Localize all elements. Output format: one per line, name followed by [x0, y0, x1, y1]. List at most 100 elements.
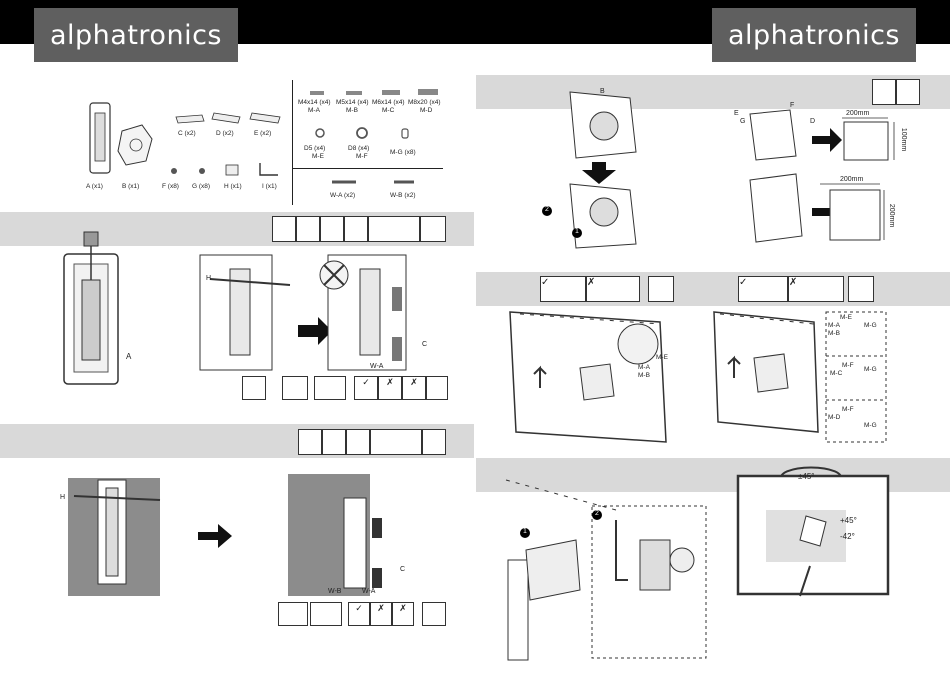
tool-icon-wall-2	[298, 429, 322, 455]
hint-icon-screwdriver-2	[848, 276, 874, 302]
screw-mf: M-F	[356, 153, 368, 160]
screw-md: M-D	[420, 107, 433, 114]
tool-icon-check-ok: ✓	[354, 376, 378, 400]
tool-icon-pencil-2	[346, 429, 370, 455]
label-d: D	[810, 118, 816, 125]
step-tv-back-large: M-E M-A M-B M-G M-F M-C M-G M-F M-D M-G	[713, 308, 924, 446]
step-attach-bracket: B 1 2	[540, 88, 660, 249]
screw-md-size: M8x20 (x4)	[408, 99, 441, 106]
label-ma-small: M-A	[638, 364, 650, 371]
screw-mg: M-G (x8)	[390, 149, 416, 156]
screw-ma-size: M4x14 (x4)	[298, 99, 331, 106]
tool-icon-x-1: ✗	[378, 376, 402, 400]
tool-icon-wrench	[872, 79, 896, 105]
tool-icons-3	[298, 429, 446, 455]
label-b: B	[600, 88, 605, 95]
tool-icon-x-4: ✗	[392, 602, 414, 626]
step-vesa-sizes: E F G D 200mm 100mm 200mm 200mm	[730, 100, 930, 260]
tool-icon-drill-bit-2	[370, 429, 422, 455]
tool-icon-x-3: ✗	[370, 602, 392, 626]
brand-logo-right: alphatronics	[712, 8, 916, 62]
dim-200-mid: 200mm	[840, 176, 864, 183]
tool-icon-tighten	[426, 376, 448, 400]
label-rotate: ±45°	[798, 472, 815, 481]
step-adjust-tilt: ±45° +45° -42°	[730, 466, 894, 606]
step-number-2: 2	[542, 206, 552, 216]
label-me-small: M-E	[656, 354, 668, 361]
label-ma-large: M-A	[828, 322, 840, 329]
screw-ma: M-A	[308, 107, 320, 114]
step-hang-2: 2	[592, 510, 602, 520]
label-mf-1: M-F	[842, 362, 854, 369]
label-e: E	[734, 110, 739, 117]
label-c-2: C	[400, 566, 406, 573]
screw-me: M-E	[312, 153, 324, 160]
tool-icon-screwdriver-2	[310, 602, 342, 626]
tool-icon-hammer-2	[278, 602, 308, 626]
part-label-d: D (x2)	[216, 130, 234, 137]
step-wall-mark: H C W-A	[199, 254, 450, 375]
part-label-h: H (x1)	[224, 183, 242, 190]
label-mg-3: M-G	[864, 422, 877, 429]
label-mg-2: M-G	[864, 366, 877, 373]
label-mc: M-C	[830, 370, 843, 377]
label-h-2: H	[60, 494, 66, 501]
screws-divider	[293, 168, 443, 169]
tool-icon-x-2: ✗	[402, 376, 426, 400]
screw-me-size: D5 (x4)	[304, 145, 326, 152]
dim-200-top: 200mm	[846, 110, 870, 117]
part-label-c: C (x2)	[178, 130, 196, 137]
tool-icon-level	[320, 216, 344, 242]
label-g: G	[740, 118, 746, 125]
parts-illustration	[89, 102, 281, 176]
step-hang-tv: 1 2	[496, 479, 716, 661]
screws-list: M4x14 (x4) M-A M5x14 (x4) M-B M6x14 (x4)…	[296, 85, 446, 205]
tool-icon-screwdriver-3	[896, 79, 920, 105]
part-label-a: A (x1)	[86, 183, 103, 190]
label-mg-1: M-G	[864, 322, 877, 329]
dim-200-side: 200mm	[888, 203, 896, 228]
hint-icon-screwdriver-1	[648, 276, 674, 302]
label-wa-1: W-A	[370, 363, 384, 370]
label-a: A	[126, 352, 132, 361]
tool-icons-1	[272, 216, 446, 242]
label-c-1: C	[422, 341, 428, 348]
tool-icon-anchor	[420, 216, 446, 242]
label-h-1: H	[206, 275, 212, 282]
hint-icons-left: ✓ ✗	[540, 276, 680, 302]
tool-icon-tighten-2	[422, 602, 446, 626]
parts-divider	[292, 80, 293, 205]
tool-icon-check-ok-2: ✓	[348, 602, 370, 626]
label-mb-small: M-B	[638, 372, 650, 379]
parts-list: A (x1) B (x1) C (x2) D (x2) E (x2) F (x8…	[80, 95, 290, 205]
screw-mc: M-C	[382, 107, 395, 114]
tool-icon-pencil	[344, 216, 368, 242]
label-wb-2: W-B	[328, 588, 342, 595]
screw-mb-size: M5x14 (x4)	[336, 99, 369, 106]
step-number-1: 1	[572, 228, 582, 238]
part-label-f: F (x8)	[162, 183, 179, 190]
step-wood-wall: H C W-B W-A	[60, 470, 428, 600]
screw-mf-size: D8 (x4)	[348, 145, 370, 152]
step-hang-1: 1	[520, 528, 530, 538]
tool-icons-4: ✓ ✗ ✗	[278, 602, 448, 626]
tool-icons-2: ✓ ✗ ✗	[242, 376, 448, 400]
tool-icon-screwdriver	[314, 376, 346, 400]
part-label-i: I (x1)	[262, 183, 277, 190]
label-mf-2: M-F	[842, 406, 854, 413]
step-mount-plate: A	[60, 230, 150, 385]
step-tv-back-small: M-E M-A M-B	[509, 308, 680, 446]
label-wa-2: W-A	[362, 588, 376, 595]
screw-wb: W-B (x2)	[390, 192, 416, 199]
screws-illustration	[310, 89, 438, 184]
tool-icon-wall	[272, 216, 296, 242]
tool-icon-level-2	[322, 429, 346, 455]
screw-mb: M-B	[346, 107, 358, 114]
part-label-e: E (x2)	[254, 130, 272, 137]
tool-icon-hammer	[282, 376, 308, 400]
tool-icon-mark	[242, 376, 266, 400]
tool-icon-anchor-2	[422, 429, 446, 455]
brand-logo-left: alphatronics	[34, 8, 238, 62]
label-tilt-down: -42°	[840, 532, 855, 541]
tool-icon-drill	[296, 216, 320, 242]
